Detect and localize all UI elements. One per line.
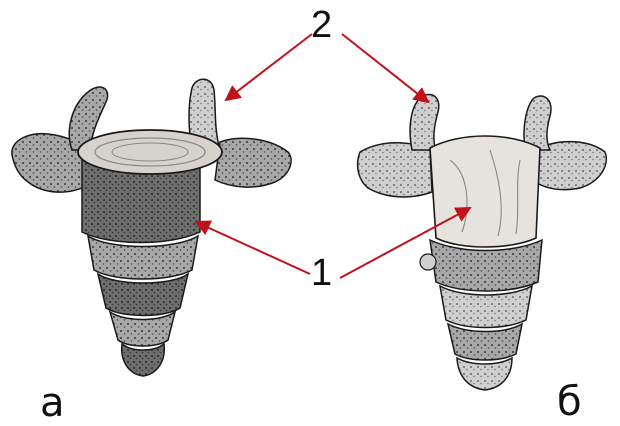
view-label-b: б xyxy=(557,382,582,422)
arrow-1-to-a xyxy=(196,222,310,274)
arrow-2-to-a xyxy=(226,34,312,100)
ala-right-a xyxy=(215,138,291,187)
sacrum-view-a xyxy=(12,79,291,376)
segment-4-b xyxy=(448,324,522,360)
callout-label-2: 2 xyxy=(311,6,332,44)
segment-3-a xyxy=(98,274,188,316)
base-surface-a xyxy=(78,130,222,174)
ala-left-b xyxy=(358,143,432,197)
coccyx-tip-a xyxy=(122,344,165,376)
sacrum-view-b xyxy=(358,94,607,390)
view-label-a: а xyxy=(40,383,65,423)
segment-4-a xyxy=(110,312,175,346)
callout-label-1: 1 xyxy=(311,254,332,292)
articular-process-left-b xyxy=(410,94,439,150)
arrow-2-to-b xyxy=(342,34,428,102)
coccyx-tip-b xyxy=(457,358,512,390)
segment-3-b xyxy=(440,286,532,328)
base-posterior-b xyxy=(430,136,540,247)
